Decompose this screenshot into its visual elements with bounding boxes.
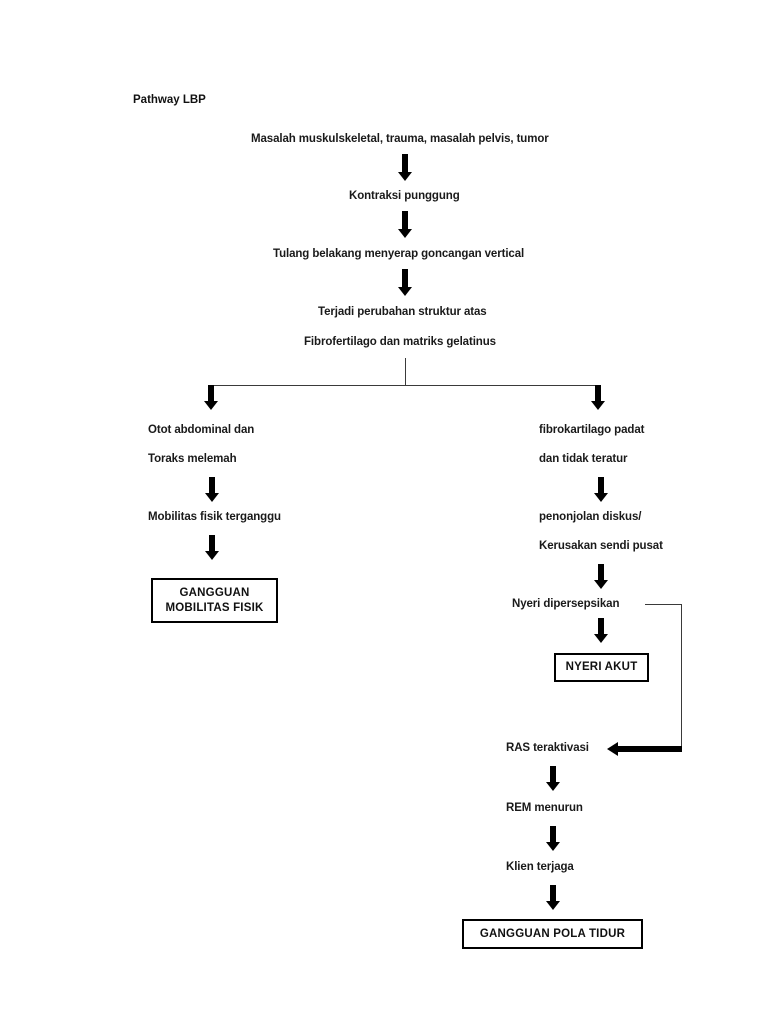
node-tidak-teratur: dan tidak teratur: [539, 453, 628, 465]
node-perubahan-struktur: Terjadi perubahan struktur atas: [318, 306, 487, 318]
node-kerusakan-sendi: Kerusakan sendi pusat: [539, 540, 663, 552]
diagnosis-line-1: GANGGUAN POLA TIDUR: [479, 927, 626, 940]
feedback-loop-right-segment: [681, 604, 682, 749]
split-horizontal-bar: [210, 385, 599, 386]
node-fibrofertilago: Fibrofertilago dan matriks gelatinus: [304, 336, 496, 348]
node-fibrokartilago-padat: fibrokartilago padat: [539, 424, 645, 436]
diagnosis-line-1: GANGGUAN: [179, 586, 250, 599]
node-rem-menurun: REM menurun: [506, 802, 583, 814]
feedback-loop-top-segment: [645, 604, 682, 605]
diagnosis-box-gangguan-mobilitas: GANGGUAN MOBILITAS FISIK: [151, 578, 278, 623]
diagnosis-line-2: MOBILITAS FISIK: [165, 601, 264, 614]
page-title: Pathway LBP: [133, 94, 206, 106]
node-ras-teraktivasi: RAS teraktivasi: [506, 742, 589, 754]
node-penonjolan-diskus: penonjolan diskus/: [539, 511, 642, 523]
node-toraks-melemah: Toraks melemah: [148, 453, 237, 465]
diagnosis-box-nyeri-akut: NYERI AKUT: [554, 653, 649, 682]
connector-trunk-to-split: [405, 358, 406, 386]
diagnosis-line-1: NYERI AKUT: [565, 661, 638, 673]
node-nyeri-dipersepsikan: Nyeri dipersepsikan: [512, 598, 620, 610]
node-cause: Masalah muskulskeletal, trauma, masalah …: [251, 133, 549, 145]
node-otot-abdominal: Otot abdominal dan: [148, 424, 255, 436]
node-mobilitas-terganggu: Mobilitas fisik terganggu: [148, 511, 281, 523]
node-tulang-belakang: Tulang belakang menyerap goncangan verti…: [273, 248, 525, 260]
diagnosis-box-gangguan-pola-tidur: GANGGUAN POLA TIDUR: [462, 919, 643, 949]
node-klien-terjaga: Klien terjaga: [506, 861, 574, 873]
node-kontraksi-punggung: Kontraksi punggung: [349, 190, 460, 202]
